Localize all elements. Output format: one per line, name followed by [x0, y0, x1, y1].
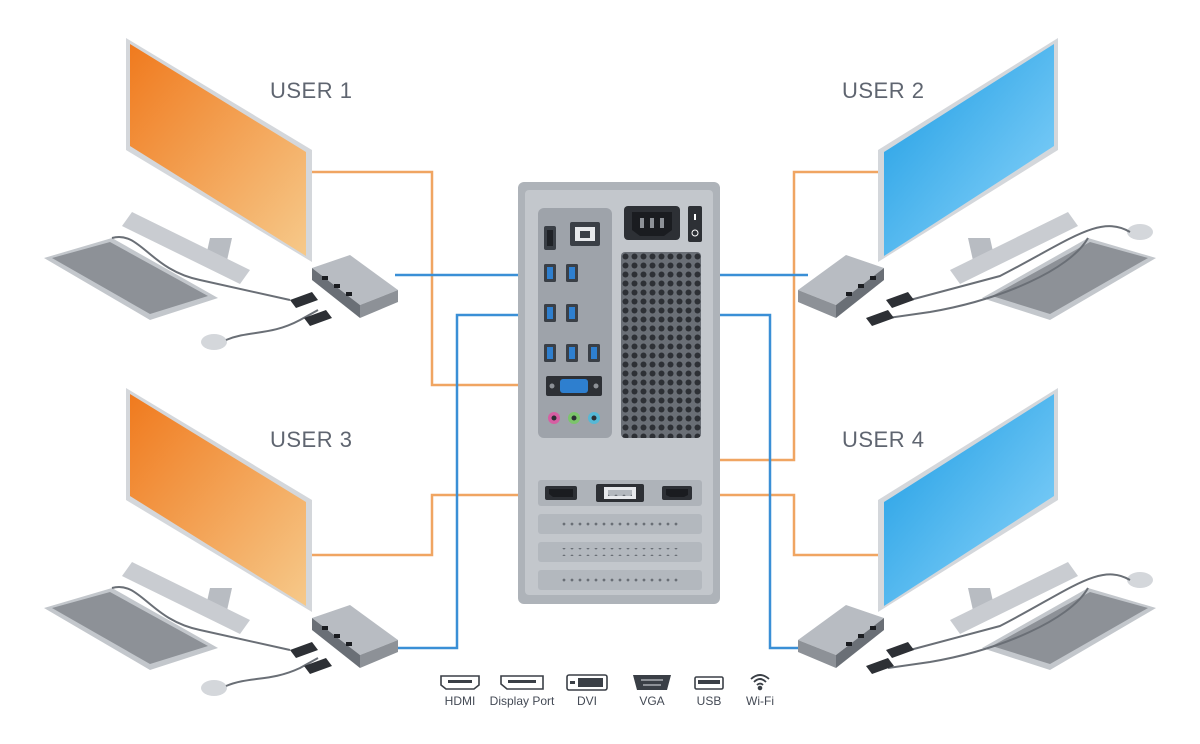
expansion-slots: [538, 514, 702, 590]
legend-label-displayport: Display Port: [489, 694, 555, 708]
legend: [440, 674, 770, 691]
wifi-icon: [750, 674, 770, 691]
hdmi-port-top: [544, 226, 556, 250]
user-4-label: USER 4: [842, 427, 925, 452]
workstation-user-1: [44, 38, 398, 350]
dvi-port-icon: [566, 674, 608, 691]
keyboard: [44, 238, 218, 320]
mouse: [201, 334, 227, 350]
usb-hub: [312, 255, 398, 318]
mouse: [1127, 224, 1153, 240]
monitor-screen: [884, 394, 1054, 606]
keyboard: [982, 238, 1156, 320]
monitor-base: [122, 212, 250, 284]
workstation-user-2: [798, 38, 1156, 326]
displayport-port-gpu: [545, 486, 577, 500]
monitor-screen: [130, 394, 306, 606]
user-1-label: USER 1: [270, 78, 353, 103]
pc-tower: [518, 182, 720, 604]
usb-plugs: [866, 642, 914, 674]
monitor-base: [950, 562, 1078, 634]
vga-port-icon: [633, 675, 671, 690]
video-cable-user1: [305, 170, 548, 387]
workstation-user-3: [44, 388, 398, 696]
hdmi-port-icon: [440, 675, 480, 690]
power-switch: [688, 206, 702, 242]
power-socket: [624, 206, 680, 240]
usb-plugs: [866, 292, 914, 326]
hdmi-port-gpu: [662, 486, 692, 500]
usb-plugs: [290, 642, 332, 674]
usb-hub: [798, 255, 884, 318]
monitor-screen: [130, 44, 306, 256]
legend-label-wifi: Wi-Fi: [746, 694, 774, 708]
usb-plugs: [290, 292, 332, 326]
legend-label-hdmi: HDMI: [444, 694, 476, 708]
legend-label-usb: USB: [696, 694, 722, 708]
vent-grille: [621, 252, 701, 438]
user-3-label: USER 3: [270, 427, 353, 452]
displayport-icon: [500, 675, 544, 690]
vga-port-rear: [546, 376, 602, 396]
monitor-screen: [884, 44, 1054, 256]
legend-label-vga: VGA: [639, 694, 665, 708]
ethernet-port: [570, 222, 600, 246]
legend-label-dvi: DVI: [576, 694, 597, 708]
usb-hub: [312, 605, 398, 668]
mouse: [201, 680, 227, 696]
mouse: [1127, 572, 1153, 588]
usb-port-icon: [694, 676, 724, 690]
dvi-port-gpu: [596, 484, 644, 502]
audio-jacks: [548, 412, 600, 424]
user-2-label: USER 2: [842, 78, 925, 103]
keyboard: [982, 588, 1156, 670]
workstation-user-4: [798, 388, 1156, 674]
video-cable-user3: [305, 493, 548, 557]
keyboard: [44, 588, 218, 670]
monitor-base: [122, 562, 250, 634]
video-cable-user4: [690, 493, 880, 557]
usb-hub: [798, 605, 884, 668]
monitor-base: [950, 212, 1078, 284]
usb-cable-user3: [395, 313, 555, 650]
